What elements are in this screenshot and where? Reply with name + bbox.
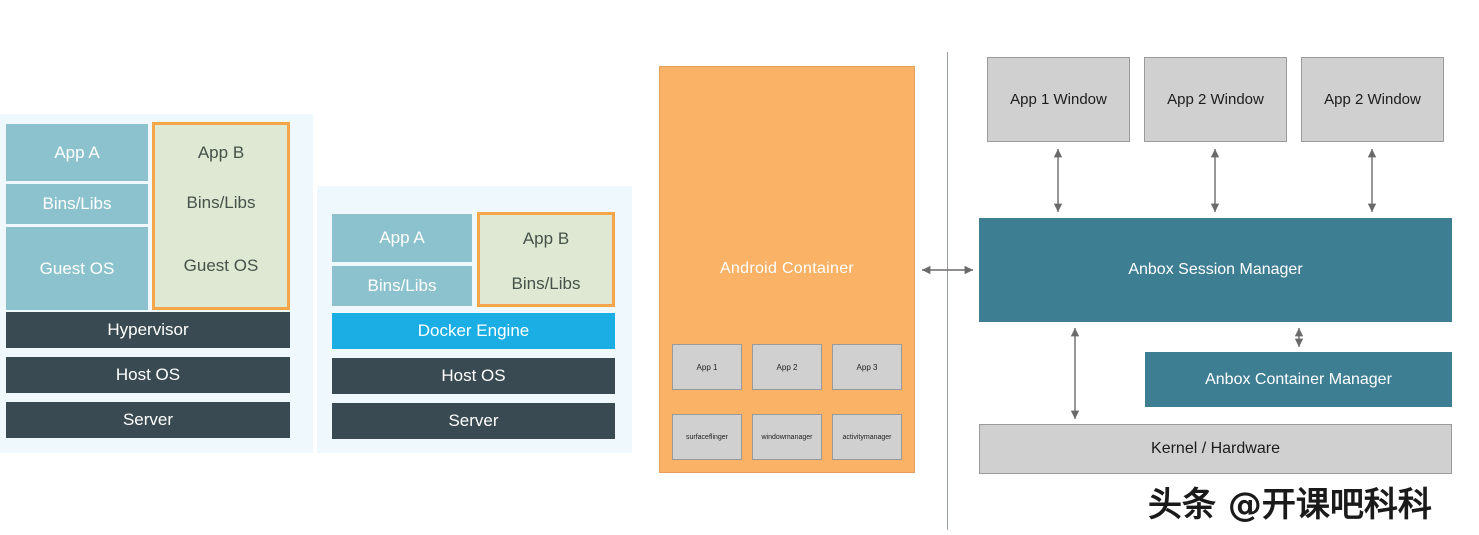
docker-binslibs-right-box: Bins/Libs [481, 264, 611, 303]
docker-engine-label: Docker Engine [417, 321, 530, 340]
vm-hypervisor-box: Hypervisor [6, 312, 290, 348]
docker-app-b-label: App B [522, 228, 570, 248]
app-2-window-label: App 2 Window [1167, 91, 1264, 108]
android-activitymanager-label: activitymanager [842, 433, 892, 441]
vm-binslibs-left-label: Bins/Libs [42, 194, 112, 213]
kernel-hardware-label: Kernel / Hardware [1151, 440, 1280, 457]
vm-guestos-left-label: Guest OS [39, 258, 115, 278]
anbox-container-manager-box: Anbox Container Manager [1145, 352, 1452, 407]
app-1-window-box: App 1 Window [987, 57, 1130, 142]
app-1-window-label: App 1 Window [1010, 91, 1107, 108]
app-3-window-box: App 2 Window [1301, 57, 1444, 142]
android-app-1-box: App 1 [672, 344, 742, 390]
docker-binslibs-left-box: Bins/Libs [332, 266, 472, 306]
vm-app-a-label: App A [54, 142, 100, 162]
android-activitymanager-box: activitymanager [832, 414, 902, 460]
vm-app-b-box: App B [156, 126, 286, 180]
vm-binslibs-right-box: Bins/Libs [156, 183, 286, 223]
android-app-2-label: App 2 [776, 362, 798, 372]
anbox-session-manager-label: Anbox Session Manager [1128, 261, 1303, 278]
vm-app-a-box: App A [6, 124, 148, 181]
docker-server-box: Server [332, 403, 615, 439]
vm-guestos-left-box: Guest OS [6, 227, 148, 310]
section-divider [947, 52, 948, 530]
vm-binslibs-right-label: Bins/Libs [186, 193, 256, 212]
vm-hypervisor-label: Hypervisor [107, 320, 189, 339]
android-windowmanager-label: windowmanager [761, 433, 813, 441]
android-container-label: Android Container [719, 260, 855, 277]
android-container-box [659, 66, 915, 473]
vm-server-box: Server [6, 402, 290, 438]
android-surfaceflinger-box: surfaceflinger [672, 414, 742, 460]
app-3-window-label: App 2 Window [1324, 91, 1421, 108]
android-container-title: Android Container [659, 260, 915, 278]
vm-guestos-right-label: Guest OS [183, 256, 259, 275]
watermark-text: 头条 @开课吧科科 [1148, 485, 1432, 525]
android-app-3-label: App 3 [856, 362, 878, 372]
anbox-session-manager-box: Anbox Session Manager [979, 218, 1452, 322]
vm-server-label: Server [122, 410, 174, 429]
docker-binslibs-left-label: Bins/Libs [367, 276, 437, 295]
android-app-1-label: App 1 [696, 362, 718, 372]
docker-hostos-box: Host OS [332, 358, 615, 394]
android-surfaceflinger-label: surfaceflinger [685, 433, 729, 441]
kernel-hardware-box: Kernel / Hardware [979, 424, 1452, 474]
vm-binslibs-left-box: Bins/Libs [6, 184, 148, 224]
docker-app-a-label: App A [379, 228, 425, 247]
docker-app-a-box: App A [332, 214, 472, 262]
docker-engine-box: Docker Engine [332, 313, 615, 349]
android-windowmanager-box: windowmanager [752, 414, 822, 460]
vm-hostos-box: Host OS [6, 357, 290, 393]
anbox-container-manager-label: Anbox Container Manager [1205, 370, 1392, 388]
watermark: 头条 @开课吧科科 [1148, 477, 1432, 526]
docker-app-b-box: App B [481, 216, 611, 261]
android-app-2-box: App 2 [752, 344, 822, 390]
docker-binslibs-right-label: Bins/Libs [511, 273, 581, 293]
docker-hostos-label: Host OS [441, 366, 506, 385]
app-2-window-box: App 2 Window [1144, 57, 1287, 142]
android-app-3-box: App 3 [832, 344, 902, 390]
vm-hostos-label: Host OS [115, 365, 181, 384]
vm-guestos-right-box: Guest OS [156, 226, 286, 306]
docker-server-label: Server [448, 411, 499, 430]
vm-app-b-label: App B [197, 143, 245, 162]
